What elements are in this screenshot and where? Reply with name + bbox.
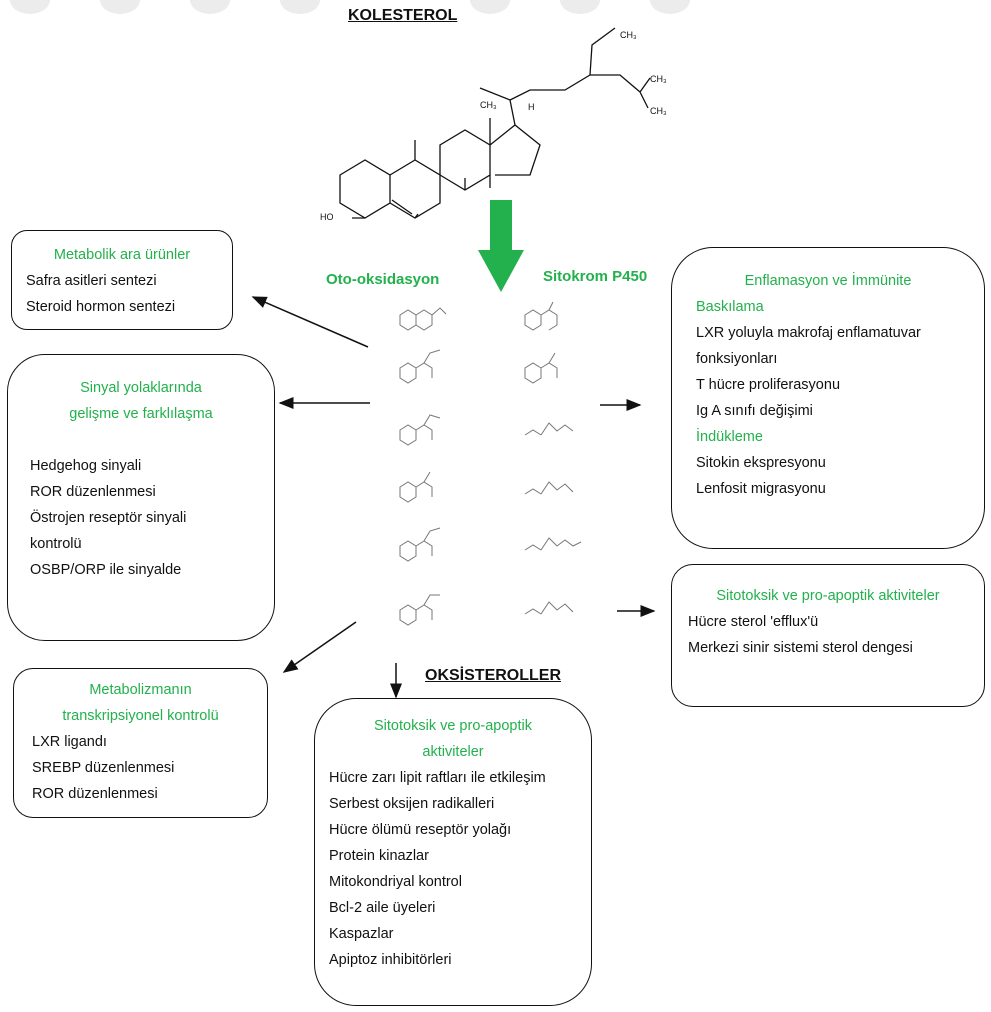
box-line: Hedgehog sinyali — [30, 458, 142, 474]
box-heading: transkripsiyonel kontrolü — [62, 708, 219, 724]
box-line: fonksiyonları — [696, 351, 778, 367]
cholesterol-molecule — [339, 27, 651, 219]
watermark-blob — [560, 0, 600, 14]
ch3-label: CH₃ — [650, 74, 667, 84]
h-label: H — [528, 102, 535, 112]
watermark-blob — [190, 0, 230, 14]
box-line: ROR düzenlenmesi — [30, 484, 156, 500]
cytotoxic-center-box: Sitotoksik ve pro-apoptik aktiviteler Hü… — [314, 698, 592, 1006]
inflammation-immunity-box: Enflamasyon ve İmmünite Baskılama LXR yo… — [671, 247, 985, 549]
box-heading: Metabolizmanın — [89, 682, 192, 698]
watermark-blob — [100, 0, 140, 14]
watermark-blob — [650, 0, 690, 14]
watermark-blob — [10, 0, 50, 14]
box-line: Hücre ölümü reseptör yolağı — [329, 822, 512, 838]
arrow-to-transcription — [282, 621, 357, 673]
box-line: Safra asitleri sentezi — [26, 273, 157, 289]
box-line: ROR düzenlenmesi — [32, 786, 158, 802]
box-heading: Enflamasyon ve İmmünite — [744, 273, 912, 289]
arrow-to-metabolic — [251, 296, 369, 348]
box-line: Apiptoz inhibitörleri — [329, 952, 452, 968]
box-heading: gelişme ve farklılaşma — [69, 406, 213, 422]
pathway-oto-oksidasyon: Oto-oksidasyon — [326, 271, 440, 288]
metabolic-intermediates-box: Metabolik ara ürünler Safra asitleri sen… — [11, 230, 233, 330]
box-line: Östrojen reseptör sinyali — [30, 510, 187, 526]
cytotoxic-right-box: Sitotoksik ve pro-apoptik aktiviteler Hü… — [671, 564, 985, 707]
transcriptional-control-box: Metabolizmanın transkripsiyonel kontrolü… — [13, 668, 268, 818]
box-subheading: Baskılama — [696, 299, 764, 315]
ch3-label: CH₃ — [480, 100, 497, 110]
box-line: Mitokondriyal kontrol — [329, 874, 462, 890]
box-line: LXR ligandı — [32, 734, 107, 750]
box-heading: Sitotoksik ve pro-apoptik — [374, 718, 532, 734]
diagram-title: KOLESTEROL — [348, 7, 458, 24]
box-line: Bcl-2 aile üyeleri — [329, 900, 436, 916]
box-line: Kaspazlar — [329, 926, 394, 942]
box-line: Sitokin ekspresyonu — [696, 455, 826, 471]
ho-label: HO — [320, 212, 334, 222]
box-line: LXR yoluyla makrofaj enflamatuvar — [696, 325, 921, 341]
box-subheading: İndükleme — [696, 429, 763, 445]
pathway-sitokrom-p450: Sitokrom P450 — [543, 268, 648, 285]
box-line: kontrolü — [30, 536, 82, 552]
box-line: Protein kinazlar — [329, 848, 429, 864]
box-line: Serbest oksijen radikalleri — [329, 796, 495, 812]
box-heading: aktiviteler — [422, 744, 484, 760]
box-heading: Metabolik ara ürünler — [53, 247, 191, 263]
oxysterol-icons — [399, 301, 582, 626]
ch3-label: CH₃ — [620, 30, 637, 40]
signaling-pathways-box: Sinyal yolaklarında gelişme ve farklılaş… — [7, 354, 275, 641]
watermark-blob — [470, 0, 510, 14]
green-down-arrow — [478, 200, 524, 292]
box-line: Merkezi sinir sistemi sterol dengesi — [688, 640, 913, 656]
box-line: Hücre zarı lipit raftları ile etkileşim — [329, 770, 546, 786]
box-line: T hücre proliferasyonu — [696, 377, 841, 393]
box-line: Hücre sterol 'efflux'ü — [688, 614, 819, 630]
oksisteroller-label: OKSİSTEROLLER — [425, 667, 562, 684]
box-line: OSBP/ORP ile sinyalde — [30, 562, 182, 578]
box-line: Lenfosit migrasyonu — [696, 481, 826, 497]
box-line: SREBP düzenlenmesi — [32, 760, 175, 776]
ch3-label: CH₃ — [650, 106, 667, 116]
watermark-blob — [280, 0, 320, 14]
box-heading: Sitotoksik ve pro-apoptik aktiviteler — [716, 588, 940, 604]
box-line: Ig A sınıfı değişimi — [696, 403, 813, 419]
box-line: Steroid hormon sentezi — [26, 299, 176, 315]
box-heading: Sinyal yolaklarında — [80, 380, 202, 396]
